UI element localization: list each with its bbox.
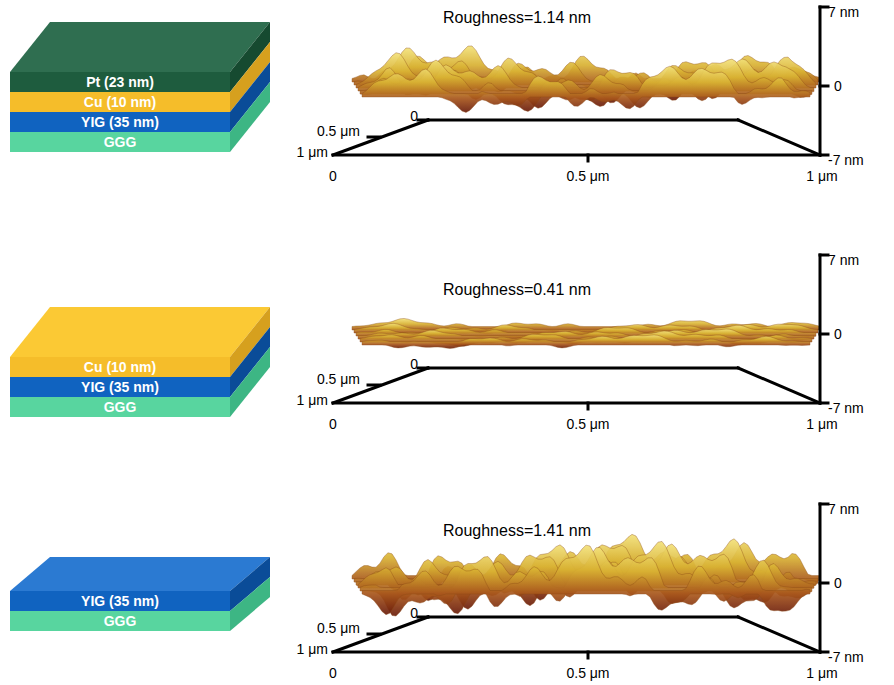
axis-label: 0.5 μm [317, 371, 360, 387]
axis-line [819, 7, 822, 155]
axis-label: 1 μm [297, 144, 328, 160]
axis-line [587, 403, 590, 409]
layer-box: GGG [10, 397, 230, 417]
layer-stack-faces [10, 22, 270, 631]
roughness-label: Roughness=0.41 nm [443, 281, 591, 299]
layer-label: YIG (35 nm) [81, 377, 159, 397]
axis-label: 0 [410, 605, 418, 621]
axis-line [820, 85, 828, 88]
axis-line [738, 617, 820, 652]
axis-label: 0.5 μm [566, 168, 609, 184]
axis-line [333, 651, 820, 654]
axis-line [587, 652, 590, 658]
axis-label: 7 nm [828, 4, 859, 20]
axis-label: 7 nm [828, 252, 859, 268]
axis-line [738, 368, 820, 403]
afm-surface [358, 541, 814, 613]
axis-line [368, 384, 380, 387]
layer-box: Pt (23 nm) [10, 72, 230, 92]
axis-line [428, 616, 738, 619]
axis-line [820, 651, 828, 654]
axis-label: 0.5 μm [566, 665, 609, 681]
layer-box: YIG (35 nm) [10, 591, 230, 611]
axis-label: 1 μm [806, 665, 837, 681]
layer-box: YIG (35 nm) [10, 112, 230, 132]
axis-line [587, 155, 590, 161]
layer-box: YIG (35 nm) [10, 377, 230, 397]
axis-line [428, 119, 738, 122]
axis-line [820, 582, 828, 585]
axis-line [418, 367, 428, 370]
axis-line [333, 154, 820, 157]
axis-label: 0 [410, 108, 418, 124]
layer-label: GGG [104, 132, 137, 152]
axis-label: 7 nm [828, 501, 859, 517]
layer-box: Cu (10 nm) [10, 357, 230, 377]
axis-line [738, 120, 820, 155]
axis-label: 0.5 μm [317, 123, 360, 139]
afm-surface [362, 545, 810, 615]
layer-label: YIG (35 nm) [81, 591, 159, 611]
axis-line [819, 255, 822, 403]
axis-label: 0 [329, 168, 337, 184]
afm-surface [362, 66, 810, 112]
axis-label: -7 nm [828, 649, 864, 665]
afm-plot [333, 255, 828, 409]
axis-line [820, 6, 828, 9]
axis-line [418, 119, 428, 122]
top-face [10, 557, 270, 591]
layer-label: Cu (10 nm) [84, 92, 156, 112]
axis-label: -7 nm [828, 152, 864, 168]
axis-label: 0 [834, 575, 842, 591]
axis-line [428, 367, 738, 370]
axis-label: 1 μm [297, 392, 328, 408]
axis-line [368, 136, 380, 139]
axis-label: 1 μm [297, 641, 328, 657]
axis-line [820, 154, 828, 157]
axis-line [820, 333, 828, 336]
axis-label: 1 μm [806, 416, 837, 432]
roughness-label: Roughness=1.14 nm [443, 9, 591, 27]
axis-label: -7 nm [828, 400, 864, 416]
axis-line [820, 254, 828, 257]
layer-label: YIG (35 nm) [81, 112, 159, 132]
axis-line [418, 616, 428, 619]
axis-label: 0 [834, 78, 842, 94]
axis-label: 0 [329, 665, 337, 681]
side-face [230, 82, 270, 152]
axis-line [820, 402, 828, 405]
axis-label: 0 [410, 356, 418, 372]
layer-box: Cu (10 nm) [10, 92, 230, 112]
axis-line [333, 402, 820, 405]
axis-line [819, 504, 822, 652]
axis-label: 0.5 μm [566, 416, 609, 432]
layer-label: GGG [104, 397, 137, 417]
axis-line [820, 503, 828, 506]
layer-box: GGG [10, 132, 230, 152]
layer-label: Pt (23 nm) [86, 72, 154, 92]
top-face [10, 22, 270, 72]
top-face [10, 307, 270, 357]
side-face [230, 577, 270, 631]
side-face [230, 347, 270, 417]
layer-box: GGG [10, 611, 230, 631]
afm-plot [333, 7, 828, 161]
axis-label: 0 [329, 416, 337, 432]
axis-label: 0 [834, 326, 842, 342]
roughness-label: Roughness=1.41 nm [443, 522, 591, 540]
afm-surface [362, 335, 810, 348]
layer-label: GGG [104, 611, 137, 631]
axis-label: 1 μm [806, 168, 837, 184]
axis-label: 0.5 μm [317, 620, 360, 636]
afm-plot [333, 504, 828, 658]
axis-line [368, 633, 380, 636]
layer-label: Cu (10 nm) [84, 357, 156, 377]
